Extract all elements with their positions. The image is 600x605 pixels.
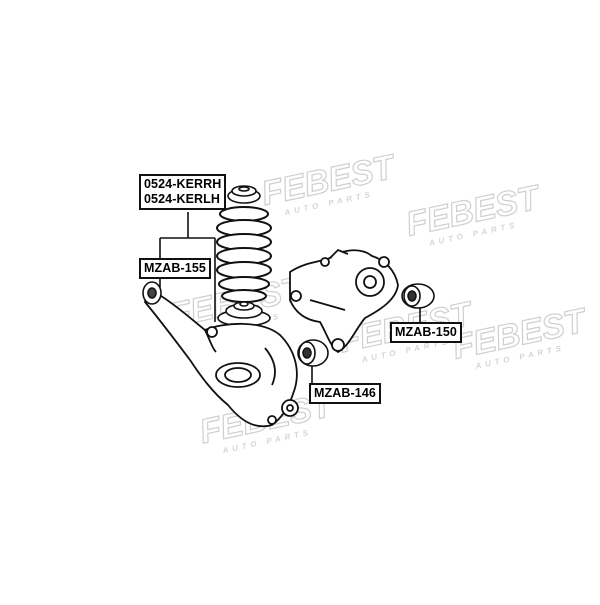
spring-part-number-lh: 0524-KERLH (144, 192, 221, 206)
lower-control-arm (144, 286, 299, 428)
bushing-146 (297, 339, 329, 367)
bushing-155-label: MZAB-155 (139, 258, 211, 279)
spring-part-label: 0524-KERRH 0524-KERLH (139, 174, 227, 210)
bushing-146-label: MZAB-146 (309, 383, 381, 404)
bushing-150 (401, 283, 435, 309)
rear-knuckle (289, 248, 399, 354)
coil-spring (216, 206, 272, 303)
spring-upper-seat (227, 185, 261, 204)
arm-bushing-155 (142, 281, 162, 305)
spring-lower-seat (217, 301, 271, 327)
bushing-150-label: MZAB-150 (390, 322, 462, 343)
spring-part-number-rh: 0524-KERRH (144, 177, 222, 191)
